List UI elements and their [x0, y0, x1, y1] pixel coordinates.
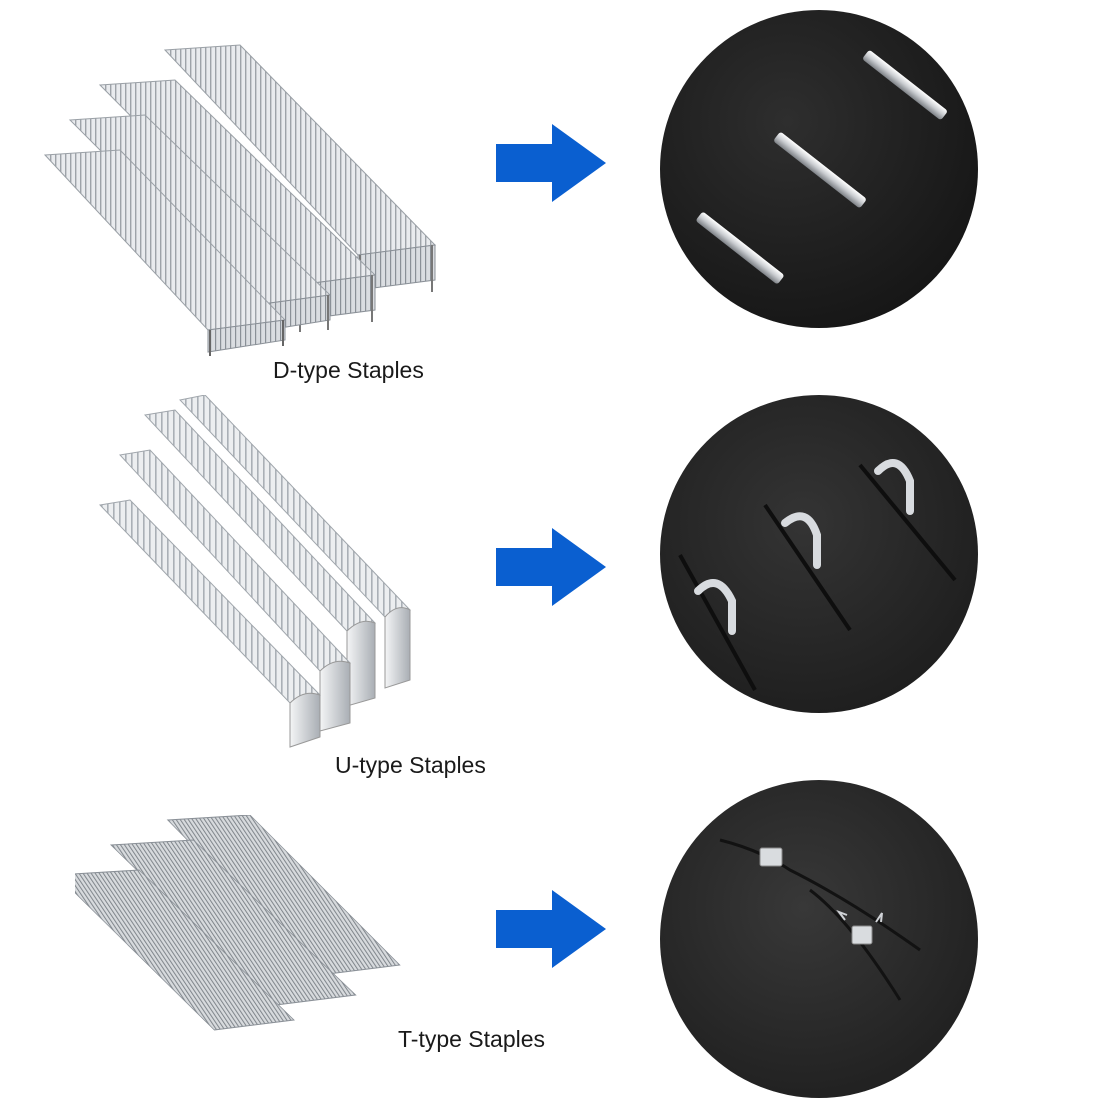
u-type-caption: U-type Staples — [335, 752, 486, 778]
t-type-staples-image — [75, 815, 401, 1031]
right-arrow-icon — [496, 890, 606, 968]
t-type-stapled-closeup — [660, 780, 978, 1098]
right-arrow-icon — [496, 124, 606, 202]
d-type-stapled-closeup — [660, 10, 978, 328]
d-type-caption: D-type Staples — [273, 357, 424, 383]
right-arrow-icon — [496, 528, 606, 606]
u-type-staples-image — [98, 395, 411, 748]
row-t-type: T-type Staples — [0, 775, 1100, 1100]
row-d-type: D-type Staples — [0, 0, 1100, 390]
d-type-staples-image — [43, 44, 437, 356]
u-type-stapled-closeup — [660, 395, 978, 713]
t-type-caption: T-type Staples — [398, 1026, 546, 1052]
row-u-type: U-type Staples — [0, 390, 1100, 778]
